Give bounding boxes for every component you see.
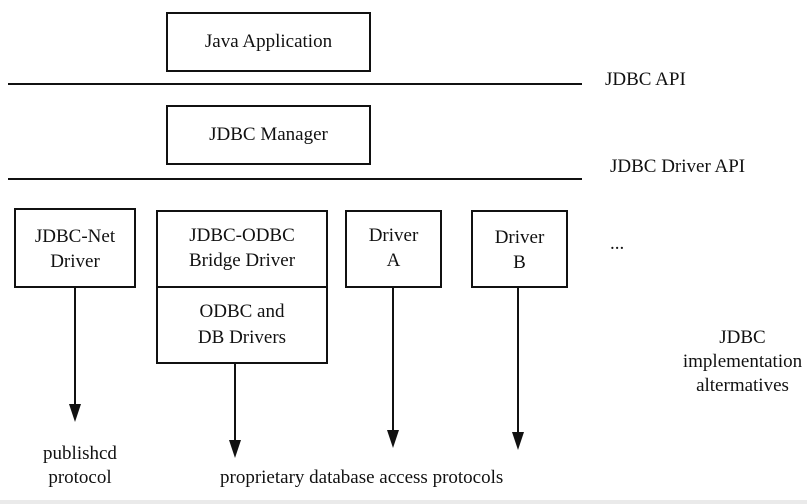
driver-b-box: Driver B [471, 210, 568, 288]
jdbc-net-driver-line2: Driver [50, 251, 100, 272]
jdbc-manager-box: JDBC Manager [166, 105, 371, 165]
driver-a-arrow-head [387, 430, 399, 448]
odbc-db-drivers-line2: DB Drivers [197, 327, 287, 348]
driver-a-box: Driver A [345, 210, 442, 288]
published-protocol-line2: protocol [48, 467, 112, 488]
jdbc-driver-api-label: JDBC Driver API [610, 156, 746, 177]
jdbc-manager-label: JDBC Manager [209, 124, 328, 145]
jdbc-odbc-bridge-driver-line1: JDBC-ODBC [189, 225, 295, 246]
java-application-label: Java Application [204, 31, 333, 52]
jdbc-net-driver-box: JDBC-Net Driver [14, 208, 136, 288]
proprietary-protocols-label: proprietary database access protocols [220, 467, 504, 488]
implementation-alternatives-label: JDBC implementation altermatives [680, 326, 805, 398]
jdbc-odbc-bridge-driver-line2: Bridge Driver [188, 250, 296, 271]
implementation-label-line1: JDBC [719, 327, 766, 348]
more-drivers-ellipsis: ... [610, 233, 625, 254]
bottom-strip [0, 500, 807, 504]
odbc-arrow-head [229, 440, 241, 458]
driver-b-line2: B [513, 252, 526, 273]
published-protocol-line1: publishcd [43, 443, 117, 464]
implementation-label-line2: implementation [682, 351, 803, 372]
driver-a-line2: A [386, 250, 401, 271]
jdbc-net-arrow-head [69, 404, 81, 422]
driver-b-arrow-head [512, 432, 524, 450]
odbc-db-drivers-box: ODBC and DB Drivers [156, 286, 328, 364]
java-application-box: Java Application [166, 12, 371, 72]
jdbc-odbc-bridge-driver-box: JDBC-ODBC Bridge Driver [156, 210, 328, 288]
odbc-db-drivers-line1: ODBC and [199, 301, 285, 322]
published-protocol-label: publishcd protocol [20, 442, 140, 490]
jdbc-driver-api-line [8, 178, 582, 180]
driver-a-line1: Driver [368, 225, 419, 246]
driver-b-line1: Driver [494, 227, 545, 248]
jdbc-api-label: JDBC API [605, 69, 686, 90]
jdbc-net-driver-line1: JDBC-Net [34, 226, 116, 247]
implementation-label-line3: altermatives [696, 375, 789, 396]
jdbc-api-line [8, 83, 582, 85]
